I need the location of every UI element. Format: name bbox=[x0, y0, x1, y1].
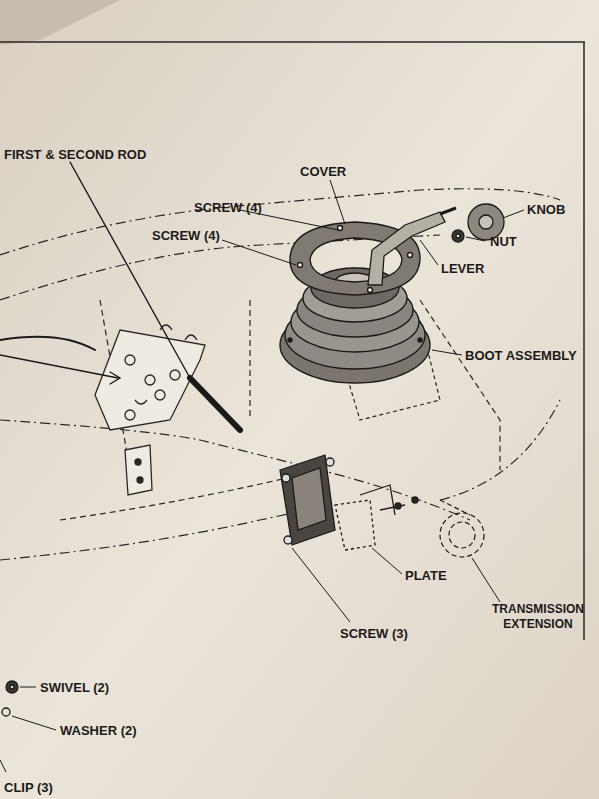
shift-bracket bbox=[95, 325, 205, 495]
part-label: PLATE bbox=[405, 568, 447, 583]
part-label: COVER bbox=[300, 164, 346, 179]
leader-lines bbox=[0, 180, 524, 772]
small-parts bbox=[2, 681, 18, 716]
part-label: SCREW (4) bbox=[152, 228, 220, 243]
part-label: NUT bbox=[490, 234, 517, 249]
part-label: TRANSMISSION EXTENSION bbox=[483, 602, 593, 632]
part-label: BOOT ASSEMBLY bbox=[465, 348, 577, 363]
part-label: SWIVEL (2) bbox=[40, 680, 109, 695]
body-outline bbox=[0, 189, 560, 560]
part-label: KNOB bbox=[527, 202, 565, 217]
part-label: SCREW (3) bbox=[340, 626, 408, 641]
part-label: CLIP (3) bbox=[4, 780, 53, 795]
part-label: LEVER bbox=[441, 261, 484, 276]
part-label: FIRST & SECOND ROD bbox=[4, 147, 146, 162]
part-label: SCREW (4) bbox=[194, 200, 262, 215]
part-label: WASHER (2) bbox=[60, 723, 137, 738]
transmission-extension bbox=[440, 500, 484, 557]
shift-plate bbox=[280, 455, 418, 550]
